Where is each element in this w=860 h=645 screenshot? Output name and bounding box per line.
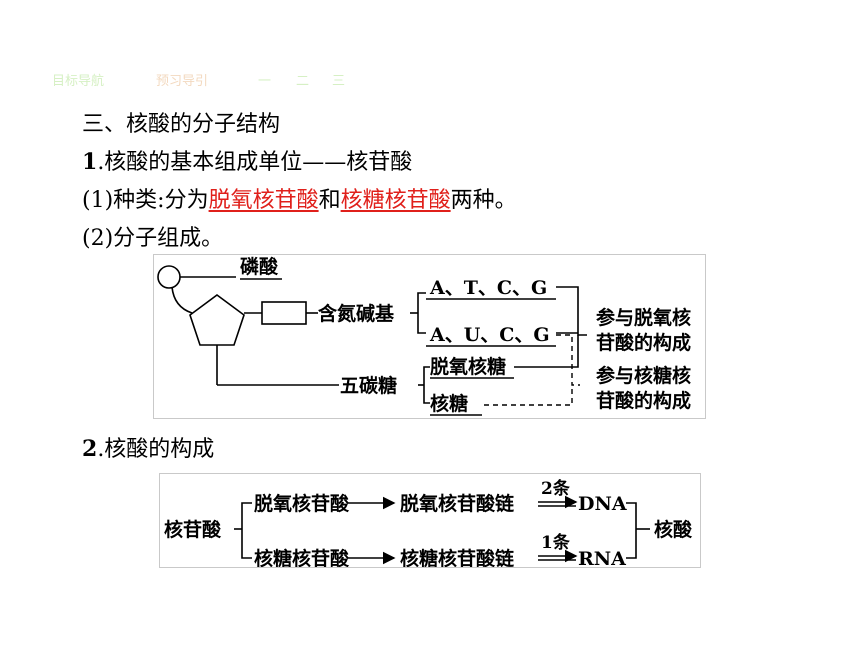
label-pentose: 五碳糖 bbox=[340, 374, 397, 397]
label-nucleic-acid: 核酸 bbox=[654, 518, 693, 541]
nav-section-3[interactable]: 三 bbox=[332, 74, 346, 89]
label-nucleotide: 核苷酸 bbox=[164, 518, 222, 541]
label-dna-strands: 2条 bbox=[541, 478, 571, 499]
note-rna-line1: 参与核糖核 bbox=[596, 364, 691, 387]
label-dna: DNA bbox=[578, 493, 627, 515]
label-deoxyribose: 脱氧核糖 bbox=[430, 355, 506, 378]
section-heading: 三、核酸的分子结构 bbox=[82, 112, 281, 137]
nav-preview[interactable]: 预习导引 bbox=[156, 74, 209, 89]
label-rna-bases: A、U、C、G bbox=[429, 324, 550, 346]
item-composition: (2)分子组成。 bbox=[82, 226, 224, 251]
item-2-text: .核酸的构成 bbox=[97, 437, 215, 462]
label-phosphate: 磷酸 bbox=[240, 255, 279, 278]
pentose-pentagon bbox=[189, 294, 245, 346]
label-rna-strands: 1条 bbox=[541, 532, 571, 553]
item-2-number: 2 bbox=[82, 436, 98, 462]
nav-section-1[interactable]: 一 bbox=[258, 74, 272, 89]
label-deoxy-chain: 脱氧核苷酸链 bbox=[400, 492, 514, 515]
item-1: 1.核酸的基本组成单位——核苷酸 bbox=[82, 144, 412, 176]
item-types: (1)种类:分为脱氧核苷酸和核糖核苷酸两种。 bbox=[82, 182, 517, 214]
types-mid: 和 bbox=[318, 188, 341, 213]
nucleic-acid-diagram: 核苷酸 脱氧核苷酸 脱氧核苷酸链 2条 DNA 核糖核苷酸 核糖核苷酸链 1条 … bbox=[159, 473, 701, 570]
label-dna-bases: A、T、C、G bbox=[429, 277, 547, 299]
note-dna-line1: 参与脱氧核 bbox=[596, 306, 691, 329]
nav-target[interactable]: 目标导航 bbox=[52, 74, 105, 89]
item-1-number: 1 bbox=[82, 149, 98, 175]
label-nitrogen-base: 含氮碱基 bbox=[318, 302, 395, 325]
item-1-text: .核酸的基本组成单位——核苷酸 bbox=[97, 150, 413, 175]
base-rectangle bbox=[261, 301, 307, 325]
nucleic-acid-diagram-svg: 核苷酸 脱氧核苷酸 脱氧核苷酸链 2条 DNA 核糖核苷酸 核糖核苷酸链 1条 … bbox=[164, 478, 693, 570]
nav-section-2[interactable]: 二 bbox=[296, 74, 310, 89]
nucleotide-diagram-svg: 磷酸 含氮碱基 A、T、C、G A、U、C、G 参与脱氧核 苷酸的构成 五碳糖 … bbox=[157, 255, 691, 416]
types-prefix: (1)种类:分为 bbox=[82, 188, 209, 213]
nucleotide-diagram: 磷酸 含氮碱基 A、T、C、G A、U、C、G 参与脱氧核 苷酸的构成 五碳糖 … bbox=[153, 254, 706, 419]
phosphate-circle bbox=[157, 265, 181, 289]
item-nucleic-acid: 2.核酸的构成 bbox=[82, 431, 214, 463]
label-ribo-nucleotide: 核糖核苷酸 bbox=[254, 547, 350, 567]
note-rna-line2: 苷酸的构成 bbox=[596, 389, 691, 412]
note-dna-line2: 苷酸的构成 bbox=[596, 331, 691, 354]
term-deoxynucleotide: 脱氧核苷酸 bbox=[208, 188, 319, 213]
label-ribose: 核糖 bbox=[430, 392, 468, 415]
label-deoxy-nucleotide: 脱氧核苷酸 bbox=[254, 492, 350, 515]
term-ribonucleotide: 核糖核苷酸 bbox=[340, 188, 451, 213]
label-rna: RNA bbox=[578, 548, 626, 567]
label-ribo-chain: 核糖核苷酸链 bbox=[400, 547, 514, 567]
types-suffix: 两种。 bbox=[450, 188, 517, 213]
